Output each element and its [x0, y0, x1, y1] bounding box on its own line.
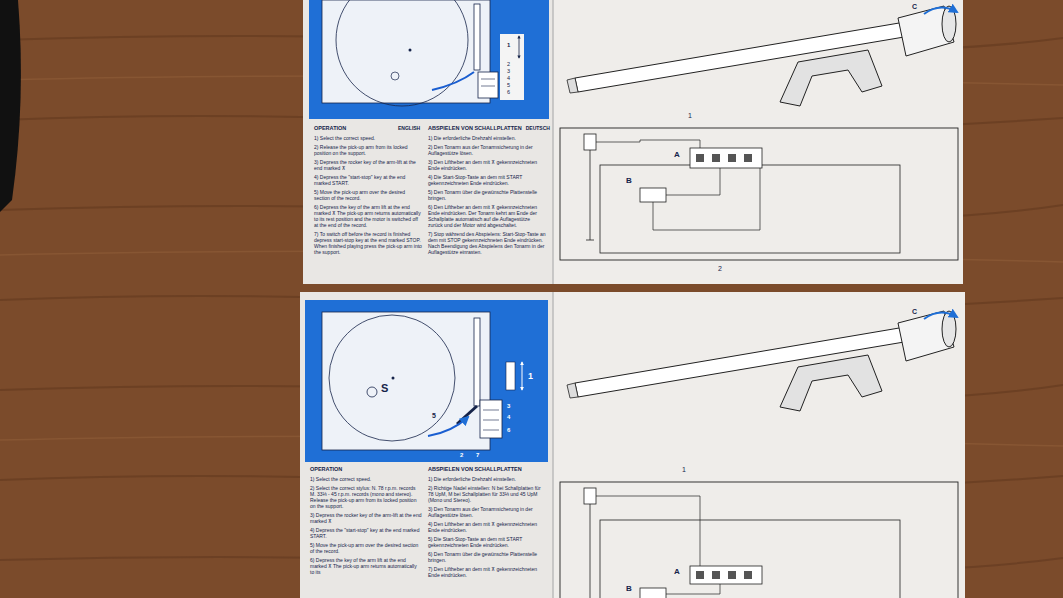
part-letter: A [674, 567, 680, 577]
instruction-step: 6) Den Liftheber an dem mit ⊼ gekennzeic… [428, 204, 546, 228]
instruction-step: 3) Den Liftheber an dem mit ⊼ gekennzeic… [428, 159, 546, 171]
instruction-step: 6) Depress the key of the arm lift at th… [314, 204, 422, 228]
callout-number: 4 [507, 414, 510, 421]
part-letter: C [912, 308, 917, 316]
instruction-step: 2) Select the correct stylus: N. 78 r.p.… [310, 485, 422, 509]
part-letter: B [626, 176, 632, 186]
instruction-step: 4) Depress the "start-stop" key at the e… [310, 527, 422, 539]
instruction-step: 4) Den Liftheber an dem mit ⊼ gekennzeic… [428, 521, 546, 533]
figure-number: 2 [718, 265, 722, 273]
instruction-step: 6) Depress the key of the arm lift at th… [310, 557, 422, 575]
instruction-step: 3) Depress the rocker key of the arm-lif… [314, 159, 422, 171]
section-heading: ABSPIELEN VON SCHALLPLATTEN [428, 466, 522, 473]
callout-number: 7 [476, 452, 479, 459]
callout-number: 3 [507, 68, 510, 75]
figure-number: 1 [688, 112, 692, 120]
instruction-step: 2) Release the pick-up arm from its lock… [314, 144, 422, 156]
instruction-step: 1) Select the correct speed. [314, 135, 422, 141]
instruction-step: 4) Depress the "start-stop" key at the e… [314, 174, 422, 186]
instruction-step: 7) Den Liftheber an dem mit ⊼ gekennzeic… [428, 566, 546, 578]
instruction-step: 5) Move the pick-up arm over the desired… [314, 189, 422, 201]
section-heading: ABSPIELEN VON SCHALLPLATTEN [428, 125, 522, 132]
part-letter: B [626, 584, 632, 594]
callout-number: 1 [528, 371, 533, 382]
callout-number: 5 [507, 82, 510, 89]
callout-number: 6 [507, 89, 510, 96]
symbol-letter: S [381, 382, 388, 395]
instruction-step: 6) Den Tonarm über die gewünschte Platte… [428, 551, 546, 563]
callout-number: 6 [507, 427, 510, 434]
callout-number: 4 [507, 75, 510, 82]
language-label: ENGLISH [398, 125, 420, 131]
instruction-step: 7) Stop während des Abspielens: Start-St… [428, 231, 546, 255]
instruction-step: 1) Die erforderliche Drehzahl einstellen… [428, 135, 546, 141]
instruction-step: 1) Select the correct speed. [310, 476, 422, 482]
callout-number: 2 [460, 452, 463, 459]
instruction-step: 5) Den Tonarm über die gewünschte Platte… [428, 189, 546, 201]
callout-number: 5 [432, 412, 436, 420]
callout-number: 1 [507, 42, 510, 49]
instruction-step: 5) Move the pick-up arm over the desired… [310, 542, 422, 554]
instruction-step: 3) Den Tonarm aus der Tonarmsicherung in… [428, 506, 546, 518]
instruction-step: 1) Die erforderliche Drehzahl einstellen… [428, 476, 546, 482]
section-heading: OPERATION [310, 466, 342, 473]
part-letter: C [912, 3, 917, 11]
figure-number: 1 [682, 466, 686, 474]
instruction-step: 4) Die Start-Stop-Taste an dem mit START… [428, 174, 546, 186]
language-label: DEUTSCH [526, 125, 550, 131]
instruction-step: 2) Den Tonarm aus der Tonarmsicherung in… [428, 144, 546, 156]
instruction-step: 5) Die Start-Stop-Taste an dem mit START… [428, 536, 546, 548]
callout-number: 2 [507, 61, 510, 68]
part-letter: A [674, 150, 680, 160]
instruction-step: 7) To switch off before the record is fi… [314, 231, 422, 255]
instruction-step: 3) Depress the rocker key of the arm-lif… [310, 512, 422, 524]
section-heading: OPERATION [314, 125, 346, 132]
instruction-step: 2) Richtige Nadel einstellen: N bei Scha… [428, 485, 546, 503]
callout-number: 3 [507, 403, 510, 410]
